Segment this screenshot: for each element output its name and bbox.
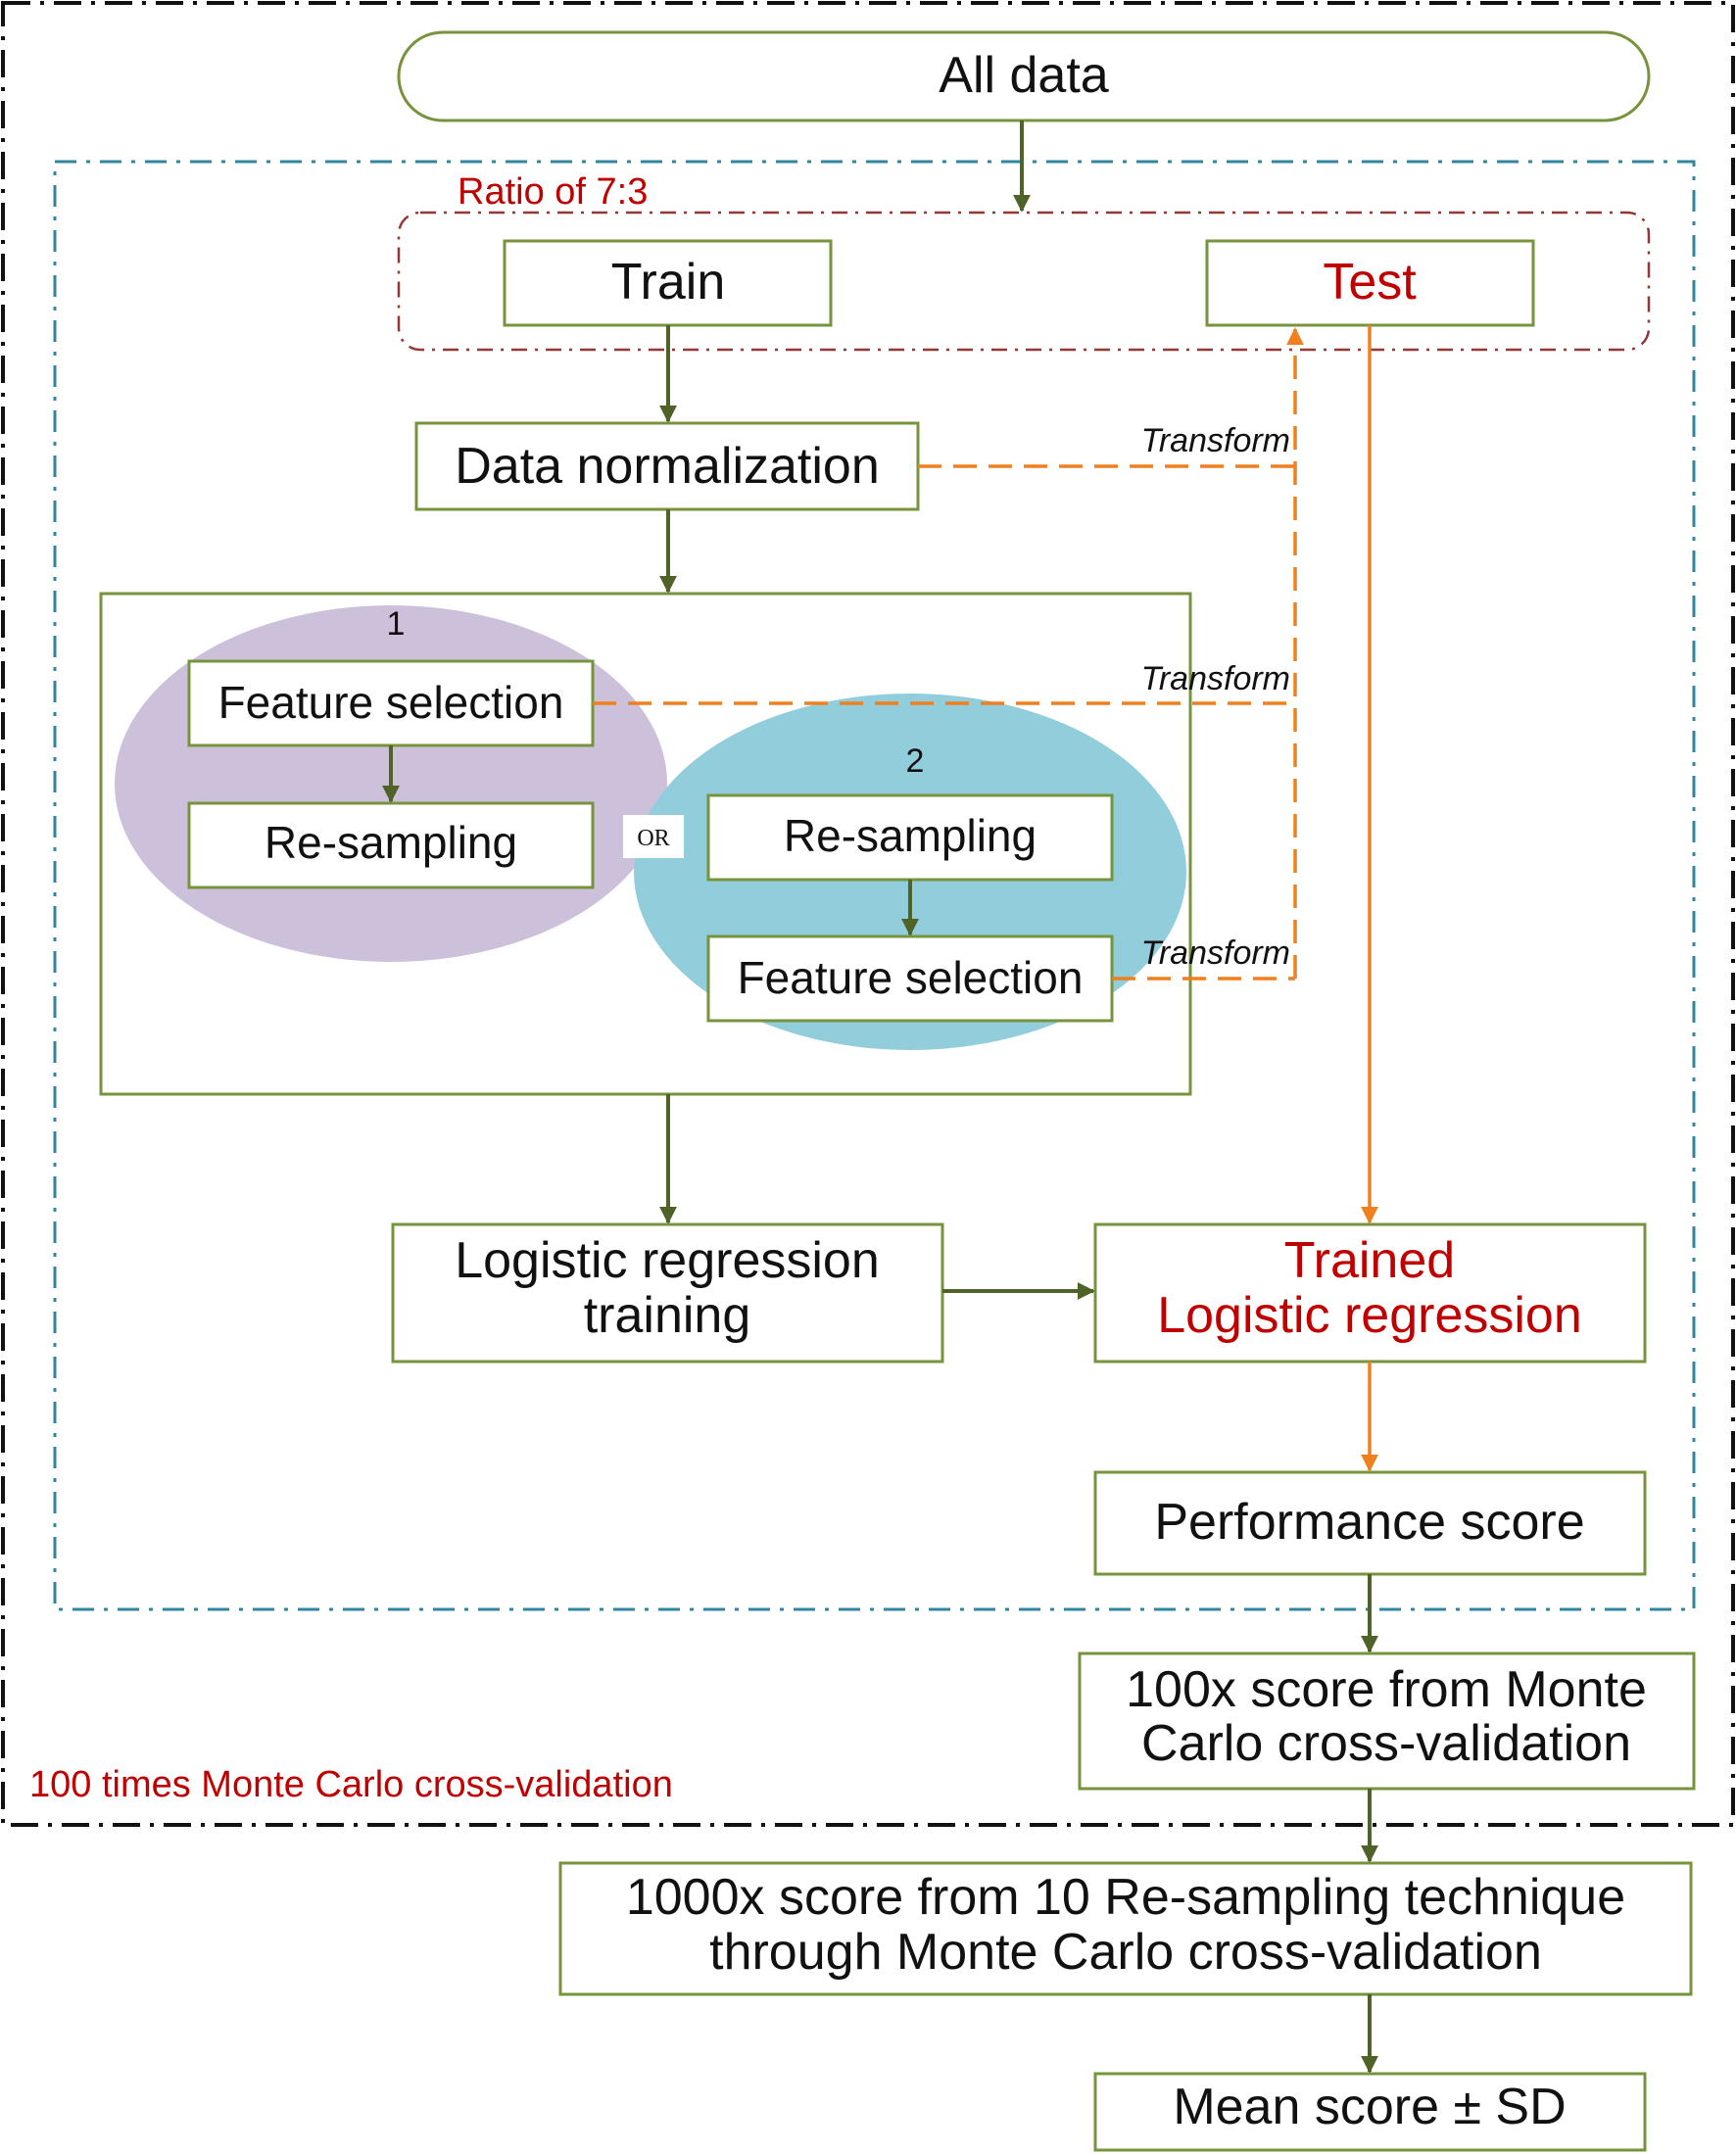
mc-score-box (1078, 1651, 1696, 1791)
or-label: OR (637, 826, 669, 851)
lr-training-label-line1: Logistic regression (455, 1232, 880, 1289)
normalization-label: Data normalization (455, 438, 880, 495)
outer-loop-label: 100 times Monte Carlo cross-validation (29, 1764, 673, 1805)
thousand-score-label-line1: 1000x score from 10 Re-sampling techniqu… (626, 1869, 1625, 1926)
trained-lr-label-line1: Trained (1284, 1232, 1455, 1289)
ratio-label: Ratio of 7:3 (458, 171, 648, 213)
resampling-1-box (187, 801, 595, 889)
or-box (623, 815, 684, 858)
transform-label-2: Transform (1141, 660, 1290, 697)
performance-box (1093, 1470, 1647, 1576)
feature-selection-2-label: Feature selection (738, 952, 1084, 1003)
mc-score-label-line1: 100x score from Monte (1126, 1661, 1647, 1718)
trained-lr-label-line2: Logistic regression (1157, 1287, 1582, 1344)
train-label: Train (611, 254, 726, 311)
normalization-box (414, 421, 920, 511)
preprocessing-box (99, 592, 1192, 1096)
mc-score-label-line2: Carlo cross-validation (1141, 1715, 1631, 1772)
option-2-number: 2 (906, 742, 925, 780)
trained-lr-box (1093, 1222, 1647, 1364)
lr-training-label-line2: training (584, 1287, 751, 1344)
test-label: Test (1323, 254, 1417, 311)
all-data-label: All data (939, 47, 1109, 104)
thousand-score-label-line2: through Monte Carlo cross-validation (709, 1924, 1542, 1981)
mean-score-label: Mean score ± SD (1173, 2079, 1566, 2135)
performance-label: Performance score (1154, 1494, 1584, 1551)
lr-training-box (391, 1222, 944, 1364)
resampling-2-box (706, 793, 1114, 882)
test-box (1205, 239, 1535, 327)
feature-selection-1-label: Feature selection (218, 677, 564, 728)
inner-split-frame (53, 160, 1696, 1611)
transform-label-3: Transform (1141, 934, 1290, 972)
mean-score-box (1093, 2072, 1647, 2152)
thousand-score-box (558, 1861, 1693, 1996)
resampling-1-label: Re-sampling (265, 817, 517, 868)
transform-label-1: Transform (1141, 422, 1290, 459)
option-1-number: 1 (387, 605, 406, 643)
resampling-2-label: Re-sampling (784, 810, 1037, 861)
